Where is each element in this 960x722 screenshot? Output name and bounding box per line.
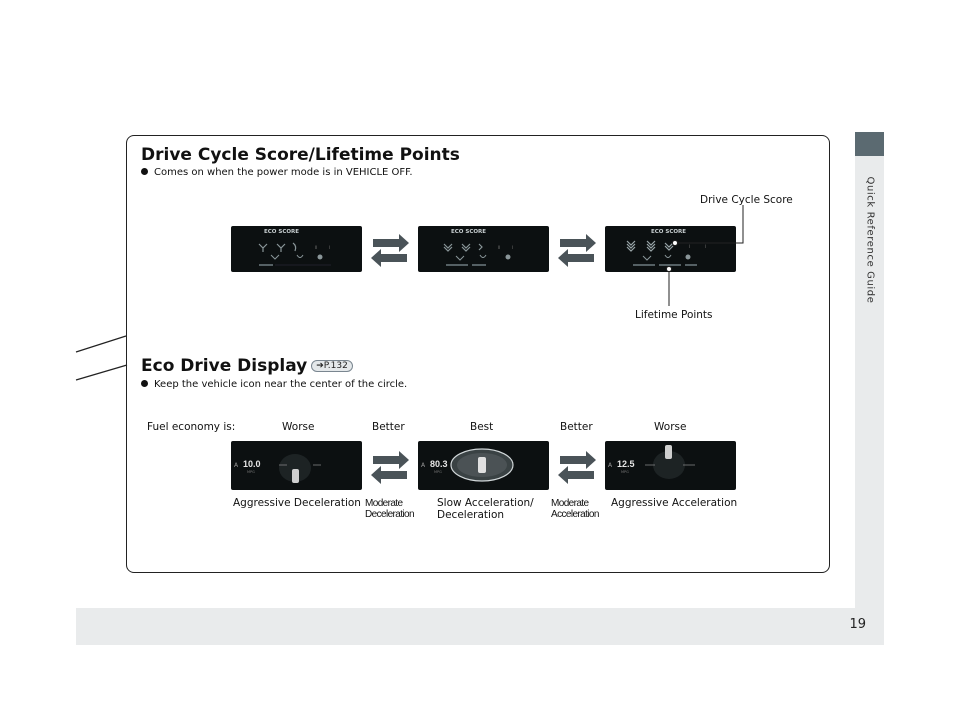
svg-text:II: II [498, 245, 500, 250]
rating-worse-left: Worse [282, 421, 315, 433]
rating-best: Best [470, 421, 494, 433]
rating-better-left: Better [372, 421, 405, 433]
eco-drive-screen-left: A 10.0 MPG [231, 441, 362, 490]
swap-arrows-icon [371, 451, 409, 484]
readout-unit: MPG [621, 470, 629, 474]
fuel-economy-label: Fuel economy is: [147, 421, 236, 433]
eco-score-screen-3: ECO SCORE I I [605, 226, 736, 272]
readout-value: 80.3 [430, 459, 448, 469]
callout-lines [666, 205, 744, 306]
drive-cycle-bullet: Comes on when the power mode is in VEHIC… [141, 167, 413, 178]
drive-cycle-bullet-text: Comes on when the power mode is in VEHIC… [154, 167, 413, 178]
page-number: 19 [849, 617, 866, 632]
bullet-icon [141, 168, 148, 175]
eco-drive-screen-right: A 12.5 MPG [605, 441, 736, 490]
rating-better-right: Better [560, 421, 593, 433]
eco-score-title: ECO SCORE [451, 229, 486, 235]
svg-text:I: I [329, 245, 330, 250]
eco-drive-title-text: Eco Drive Display [141, 356, 308, 376]
lifetime-points-label: Lifetime Points [635, 309, 713, 321]
eco-drive-bullet: Keep the vehicle icon near the center of… [141, 379, 407, 390]
readout-unit: MPG [434, 470, 442, 474]
caption-moderate-acceleration: Moderate Acceleration [551, 498, 599, 520]
svg-text:I: I [705, 244, 706, 249]
svg-text:I: I [689, 244, 690, 249]
eco-drive-screen-center: A 80.3 MPG [418, 441, 549, 490]
callout-pointer [75, 335, 128, 381]
page-reference-text: P.132 [323, 361, 348, 371]
readout-value: 10.0 [243, 459, 261, 469]
footer-band [76, 608, 884, 645]
eco-score-title: ECO SCORE [264, 229, 299, 235]
swap-arrows-icon [371, 234, 409, 267]
svg-text:A: A [421, 462, 426, 469]
swap-arrows-icon [558, 234, 596, 267]
caption-moderate-deceleration: Moderate Deceleration [365, 498, 415, 520]
eco-score-title: ECO SCORE [651, 229, 686, 235]
rating-worse-right: Worse [654, 421, 687, 433]
bullet-icon [141, 380, 148, 387]
svg-text:A: A [234, 462, 239, 469]
caption-aggressive-acceleration: Aggressive Acceleration [611, 497, 738, 509]
side-label: Quick Reference Guide [864, 176, 876, 304]
caption-aggressive-deceleration: Aggressive Deceleration [233, 497, 361, 509]
side-strip [855, 132, 884, 608]
svg-text:I: I [512, 245, 513, 250]
page-reference-link[interactable]: ➔P.132 [311, 360, 353, 372]
readout-value: 12.5 [617, 459, 635, 469]
svg-text:A: A [608, 462, 613, 469]
swap-arrows-icon [558, 451, 596, 484]
readout-unit: MPG [247, 470, 255, 474]
eco-drive-title: Eco Drive Display➔P.132 [141, 356, 353, 376]
svg-text:II: II [315, 245, 317, 250]
caption-slow-acceleration: Slow Acceleration/ Deceleration [437, 497, 534, 521]
side-tab-marker [855, 132, 884, 156]
content-frame [126, 135, 830, 573]
drive-cycle-title: Drive Cycle Score/Lifetime Points [141, 145, 460, 165]
eco-drive-bullet-text: Keep the vehicle icon near the center of… [154, 379, 408, 390]
drive-cycle-score-label: Drive Cycle Score [700, 194, 793, 206]
